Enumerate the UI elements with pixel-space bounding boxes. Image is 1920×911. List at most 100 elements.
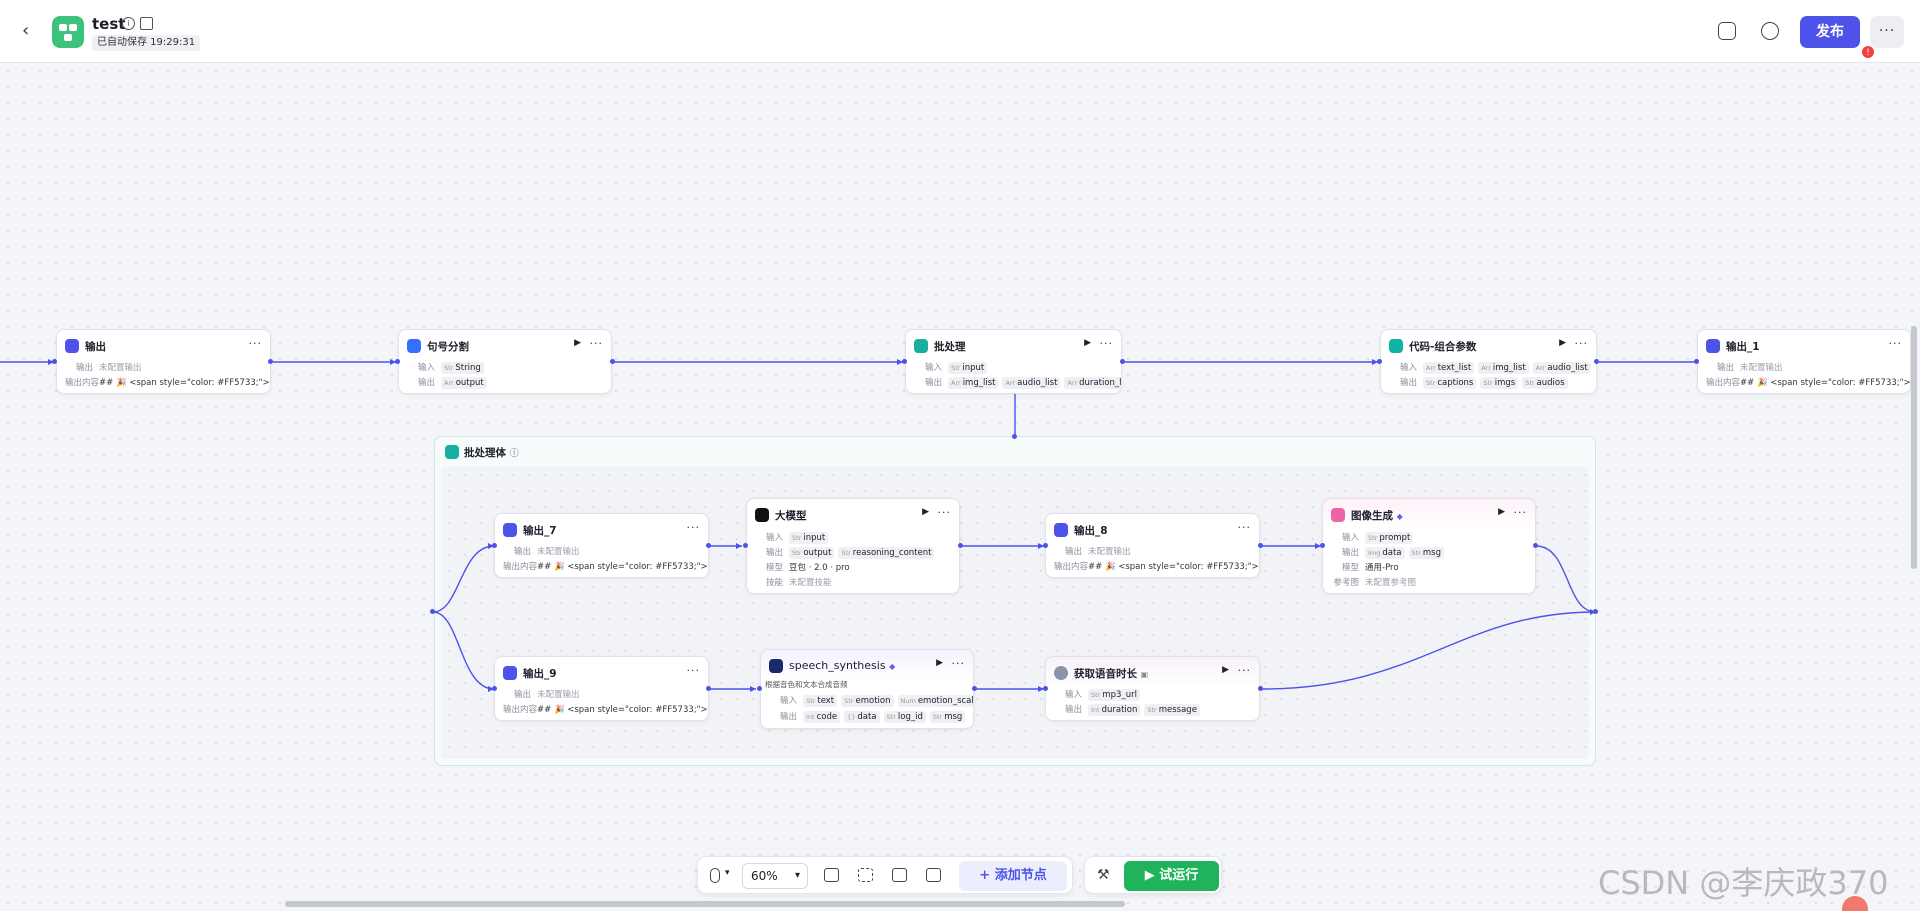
port[interactable] xyxy=(1120,359,1125,364)
assistant-avatar[interactable] xyxy=(1842,896,1868,911)
info-icon[interactable]: ⓘ xyxy=(509,449,519,459)
node-more-icon[interactable]: ··· xyxy=(1099,337,1113,350)
node-output-7[interactable]: 输出_7··· 输出未配置输出 输出内容## 🎉 <span style="co… xyxy=(494,513,709,578)
workflow-app-icon xyxy=(52,16,84,48)
node-row-output: 输出未配置输出 xyxy=(503,688,580,701)
node-more-icon[interactable]: ··· xyxy=(686,664,700,677)
port[interactable] xyxy=(1043,686,1048,691)
vertical-scrollbar[interactable] xyxy=(1911,326,1917,569)
plugin-avatar-icon xyxy=(1054,666,1068,680)
port[interactable] xyxy=(1320,543,1325,548)
info-icon[interactable]: i xyxy=(122,17,135,30)
port[interactable] xyxy=(430,609,435,614)
port[interactable] xyxy=(1012,434,1017,439)
wrench-icon[interactable]: ⚒ xyxy=(1097,867,1110,883)
canvas-toolbar: ▾ 60%▾ + 添加节点 xyxy=(697,856,1073,894)
row-label: 模型 xyxy=(765,563,783,573)
port[interactable] xyxy=(268,359,273,364)
node-more-icon[interactable]: ··· xyxy=(1237,521,1251,534)
publish-button[interactable]: 发布 xyxy=(1800,16,1860,48)
node-more-icon[interactable]: ··· xyxy=(686,521,700,534)
horizontal-scrollbar[interactable] xyxy=(285,901,1125,907)
node-title: 获取语音时长 ▣ xyxy=(1074,668,1149,680)
zoom-select[interactable]: 60%▾ xyxy=(742,863,808,889)
chevron-down-icon[interactable]: ▾ xyxy=(725,868,730,878)
edit-icon[interactable] xyxy=(140,17,153,30)
port[interactable] xyxy=(1594,359,1599,364)
port[interactable] xyxy=(706,686,711,691)
port[interactable] xyxy=(52,359,57,364)
port[interactable] xyxy=(1377,359,1382,364)
node-output-9[interactable]: 输出_9··· 输出未配置输出 输出内容## 🎉 <span style="co… xyxy=(494,656,709,721)
port[interactable] xyxy=(492,543,497,548)
copy-icon[interactable] xyxy=(1718,22,1736,40)
mouse-mode-icon[interactable] xyxy=(710,868,720,883)
run-node-icon[interactable]: ▶ xyxy=(936,658,943,668)
port[interactable] xyxy=(706,543,711,548)
comment-icon[interactable] xyxy=(824,868,839,882)
port[interactable] xyxy=(1043,543,1048,548)
port[interactable] xyxy=(395,359,400,364)
port[interactable] xyxy=(1258,543,1263,548)
node-more-icon[interactable]: ··· xyxy=(589,337,603,350)
port[interactable] xyxy=(902,359,907,364)
port[interactable] xyxy=(1258,686,1263,691)
run-node-icon[interactable]: ▶ xyxy=(1084,338,1091,348)
node-row-output: 输出未配置输出 xyxy=(1706,361,1783,374)
plugin-node-icon xyxy=(407,339,421,353)
node-more-icon[interactable]: ··· xyxy=(951,657,965,670)
run-node-icon[interactable]: ▶ xyxy=(574,338,581,348)
port[interactable] xyxy=(610,359,615,364)
output-node-icon xyxy=(503,666,517,680)
fit-view-icon[interactable] xyxy=(926,868,941,882)
port[interactable] xyxy=(972,686,977,691)
history-icon[interactable] xyxy=(1761,22,1779,40)
port[interactable] xyxy=(492,686,497,691)
node-more-icon[interactable]: ··· xyxy=(1888,337,1902,350)
node-more-icon[interactable]: ··· xyxy=(937,506,951,519)
node-output-8[interactable]: 输出_8··· 输出未配置输出 输出内容## 🎉 <span style="co… xyxy=(1045,513,1260,578)
port[interactable] xyxy=(1533,543,1538,548)
test-run-button[interactable]: ▶ 试运行 xyxy=(1124,861,1219,891)
node-more-icon[interactable]: ··· xyxy=(248,337,262,350)
minimap-icon[interactable] xyxy=(892,868,907,882)
node-more-icon[interactable]: ··· xyxy=(1513,506,1527,519)
code-icon xyxy=(1389,339,1403,353)
node-more-icon[interactable]: ··· xyxy=(1237,664,1251,677)
row-value: ## 🎉 <span style="color: #FF5733;">提示词··… xyxy=(537,562,708,572)
run-node-icon[interactable]: ▶ xyxy=(1222,665,1229,675)
batch-icon xyxy=(914,339,928,353)
port[interactable] xyxy=(958,543,963,548)
port[interactable] xyxy=(743,543,748,548)
node-output-1[interactable]: 输出_1··· 输出未配置输出 输出内容## 🎉 <span style="co… xyxy=(1697,329,1911,394)
workflow-canvas[interactable] xyxy=(0,63,1920,911)
add-node-button[interactable]: + 添加节点 xyxy=(959,861,1067,891)
node-row-content: 输出内容## 🎉 <span style="color: #FF5733;">你… xyxy=(1706,376,1910,389)
run-node-icon[interactable]: ▶ xyxy=(922,507,929,517)
node-title: 大模型 xyxy=(775,510,807,522)
run-node-icon[interactable]: ▶ xyxy=(1559,338,1566,348)
back-arrow-icon[interactable]: ‹ xyxy=(22,20,30,41)
port[interactable] xyxy=(1694,359,1699,364)
port[interactable] xyxy=(757,686,762,691)
run-node-icon[interactable]: ▶ xyxy=(1498,507,1505,517)
port[interactable] xyxy=(1593,609,1598,614)
node-more-icon[interactable]: ··· xyxy=(1574,337,1588,350)
layout-grid-icon[interactable] xyxy=(858,868,873,882)
more-menu-button[interactable]: ··· xyxy=(1870,16,1904,48)
node-output[interactable]: 输出··· 输出未配置输出 输出内容## 🎉 <span style="colo… xyxy=(56,329,271,394)
